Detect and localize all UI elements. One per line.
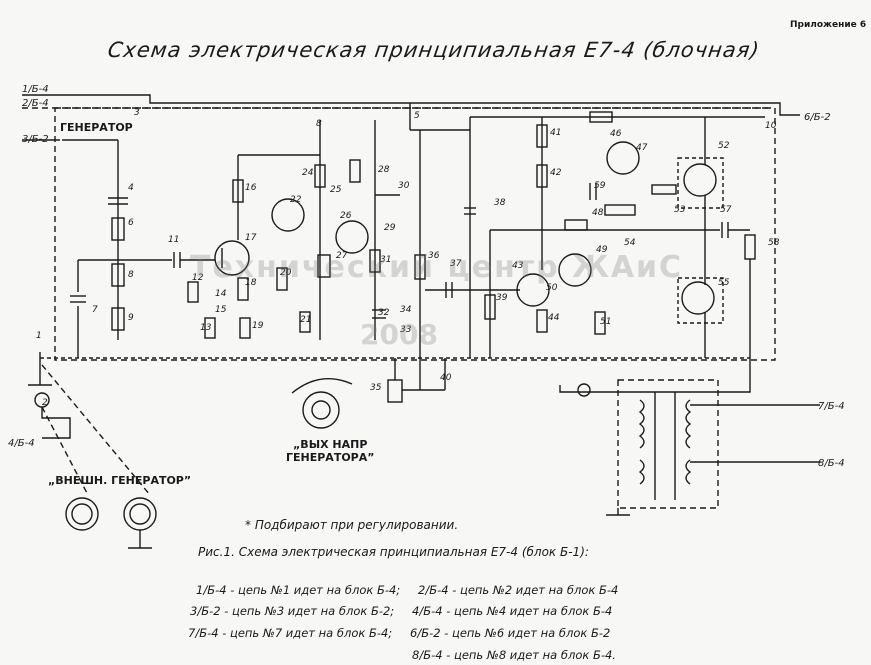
svg-text:6: 6: [128, 218, 134, 228]
svg-text:52: 52: [718, 141, 730, 151]
terminal-7-b4: 7/Б-4: [818, 401, 845, 412]
legend-item: 3/Б-2 - цепь №3 идет на блок Б-2;: [190, 604, 395, 618]
svg-text:41: 41: [550, 128, 561, 138]
svg-text:14: 14: [215, 289, 227, 299]
svg-text:47: 47: [636, 143, 648, 153]
generator-block-label: ГЕНЕРАТОР: [60, 121, 133, 134]
svg-text:36: 36: [428, 251, 440, 261]
svg-text:27: 27: [336, 251, 348, 261]
svg-text:5: 5: [414, 111, 420, 121]
svg-text:42: 42: [550, 168, 562, 178]
svg-text:50: 50: [546, 283, 558, 293]
output-voltage-knob-label: „ВЫХ НАПР ГЕНЕРАТОРА”: [286, 438, 375, 464]
svg-text:39: 39: [496, 293, 508, 303]
svg-text:16: 16: [245, 183, 257, 193]
svg-text:48: 48: [592, 208, 604, 218]
svg-text:35: 35: [370, 383, 382, 393]
svg-text:7: 7: [92, 305, 98, 315]
external-generator-label: „ВНЕШН. ГЕНЕРАТОР”: [48, 474, 192, 487]
svg-text:15: 15: [215, 305, 227, 315]
terminal-8-b4: 8/Б-4: [818, 458, 845, 469]
svg-text:11: 11: [168, 235, 179, 245]
figure-caption: Рис.1. Схема электрическая принципиальна…: [198, 545, 589, 559]
svg-text:8: 8: [316, 119, 322, 129]
svg-text:44: 44: [548, 313, 560, 323]
svg-text:24: 24: [302, 168, 314, 178]
svg-text:28: 28: [378, 165, 390, 175]
svg-text:55: 55: [718, 278, 730, 288]
svg-text:3: 3: [134, 108, 140, 118]
terminal-2-b4: 2/Б-4: [22, 98, 49, 109]
svg-text:46: 46: [610, 129, 622, 139]
svg-text:58: 58: [768, 238, 780, 248]
svg-text:12: 12: [192, 273, 204, 283]
svg-text:29: 29: [384, 223, 396, 233]
svg-text:22: 22: [290, 195, 302, 205]
page-title: Схема электрическая принципиальная Е7-4 …: [106, 38, 762, 62]
terminal-6-b2: 6/Б-2: [804, 112, 831, 123]
terminal-1-b4: 1/Б-4: [22, 84, 49, 95]
svg-text:59: 59: [594, 181, 606, 191]
svg-text:8: 8: [128, 270, 134, 280]
svg-text:21: 21: [300, 315, 311, 325]
terminal-4-b4: 4/Б-4: [8, 438, 35, 449]
svg-text:30: 30: [398, 181, 410, 191]
legend-item: 8/Б-4 - цепь №8 идет на блок Б-4.: [412, 648, 616, 662]
svg-text:53: 53: [674, 205, 686, 215]
svg-text:40: 40: [440, 373, 452, 383]
svg-text:37: 37: [450, 259, 462, 269]
legend-item: 4/Б-4 - цепь №4 идет на блок Б-4: [412, 604, 613, 618]
legend-item: 2/Б-4 - цепь №2 идет на блок Б-4: [418, 583, 619, 597]
component-labels: 1 2 3 4 5 6 7 8 9 10 11 12 13 14 15 16 1…: [36, 108, 780, 408]
legend-item: 7/Б-4 - цепь №7 идет на блок Б-4;: [188, 626, 393, 640]
svg-text:10: 10: [765, 121, 777, 131]
legend-item: 1/Б-4 - цепь №1 идет на блок Б-4;: [196, 583, 401, 597]
legend-item: 6/Б-2 - цепь №6 идет на блок Б-2: [410, 626, 611, 640]
svg-text:43: 43: [512, 261, 524, 271]
svg-text:4: 4: [128, 183, 134, 193]
svg-text:2: 2: [42, 398, 48, 408]
svg-text:49: 49: [596, 245, 608, 255]
svg-text:19: 19: [252, 321, 264, 331]
svg-text:13: 13: [200, 323, 212, 333]
schematic-wiring: [22, 94, 820, 549]
svg-text:17: 17: [245, 233, 257, 243]
svg-text:18: 18: [245, 278, 257, 288]
svg-text:38: 38: [494, 198, 506, 208]
watermark-year: 2008: [360, 318, 438, 351]
terminal-labels: 1/Б-4 2/Б-4 3/Б-2 4/Б-4 6/Б-2 7/Б-4 8/Б-…: [8, 84, 845, 469]
watermark-text: Технический центр ЖАиС: [190, 250, 684, 285]
svg-text:32: 32: [378, 308, 390, 318]
adjustment-note: * Подбирают при регулировании.: [245, 518, 459, 532]
svg-text:1: 1: [36, 331, 42, 341]
svg-text:25: 25: [330, 185, 342, 195]
svg-text:54: 54: [624, 238, 636, 248]
svg-text:9: 9: [128, 313, 134, 323]
svg-text:57: 57: [720, 205, 732, 215]
appendix-label: Приложение 6: [790, 20, 867, 30]
svg-text:31: 31: [380, 255, 391, 265]
terminal-3-b2: 3/Б-2: [22, 134, 49, 145]
svg-text:33: 33: [400, 325, 412, 335]
svg-text:34: 34: [400, 305, 412, 315]
svg-text:26: 26: [340, 211, 352, 221]
svg-text:20: 20: [280, 268, 292, 278]
svg-text:51: 51: [600, 317, 611, 327]
